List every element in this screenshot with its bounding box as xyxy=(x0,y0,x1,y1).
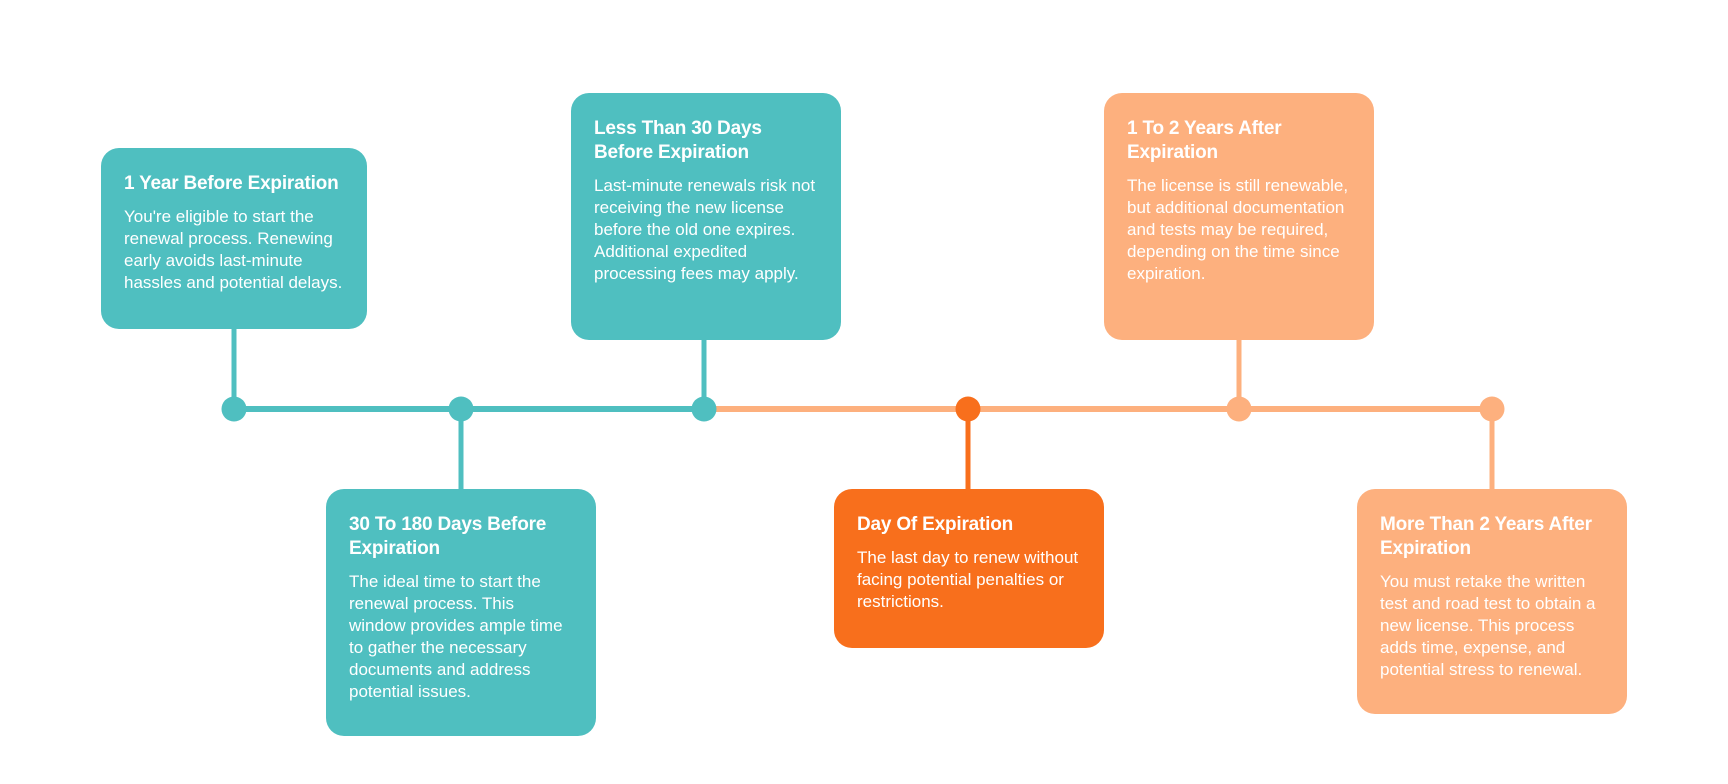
milestone-description: Last-minute renewals risk not receiving … xyxy=(594,176,816,283)
milestone-description: You're eligible to start the renewal pro… xyxy=(124,207,343,292)
milestone-card-4: Day Of Expiration The last day to renew … xyxy=(834,489,1104,648)
milestone-card-5: 1 To 2 Years After Expiration The licens… xyxy=(1104,93,1374,340)
milestone-description: The ideal time to start the renewal proc… xyxy=(349,572,563,701)
milestone-dot-5 xyxy=(1226,396,1252,422)
milestone-dot-1 xyxy=(221,396,247,422)
milestone-description: You must retake the written test and roa… xyxy=(1380,572,1596,679)
milestone-card-1: 1 Year Before Expiration You're eligible… xyxy=(101,148,367,329)
milestone-description: The last day to renew without facing pot… xyxy=(857,548,1079,611)
milestone-title: Less Than 30 Days Before Expiration xyxy=(594,118,762,163)
milestone-title: More Than 2 Years After Expiration xyxy=(1380,514,1592,559)
milestone-dot-3 xyxy=(691,396,717,422)
milestone-card-2: 30 To 180 Days Before Expiration The ide… xyxy=(326,489,596,736)
milestone-title: 1 Year Before Expiration xyxy=(124,173,339,194)
milestone-dot-6 xyxy=(1479,396,1505,422)
milestone-title: Day Of Expiration xyxy=(857,514,1014,535)
milestone-dot-4 xyxy=(955,396,981,422)
milestone-description: The license is still renewable, but addi… xyxy=(1127,176,1349,283)
milestone-card-6: More Than 2 Years After Expiration You m… xyxy=(1357,489,1627,714)
milestone-title: 1 To 2 Years After Expiration xyxy=(1127,118,1282,163)
milestone-card-3: Less Than 30 Days Before Expiration Last… xyxy=(571,93,841,340)
milestone-dot-2 xyxy=(448,396,474,422)
milestone-title: 30 To 180 Days Before Expiration xyxy=(349,514,547,559)
